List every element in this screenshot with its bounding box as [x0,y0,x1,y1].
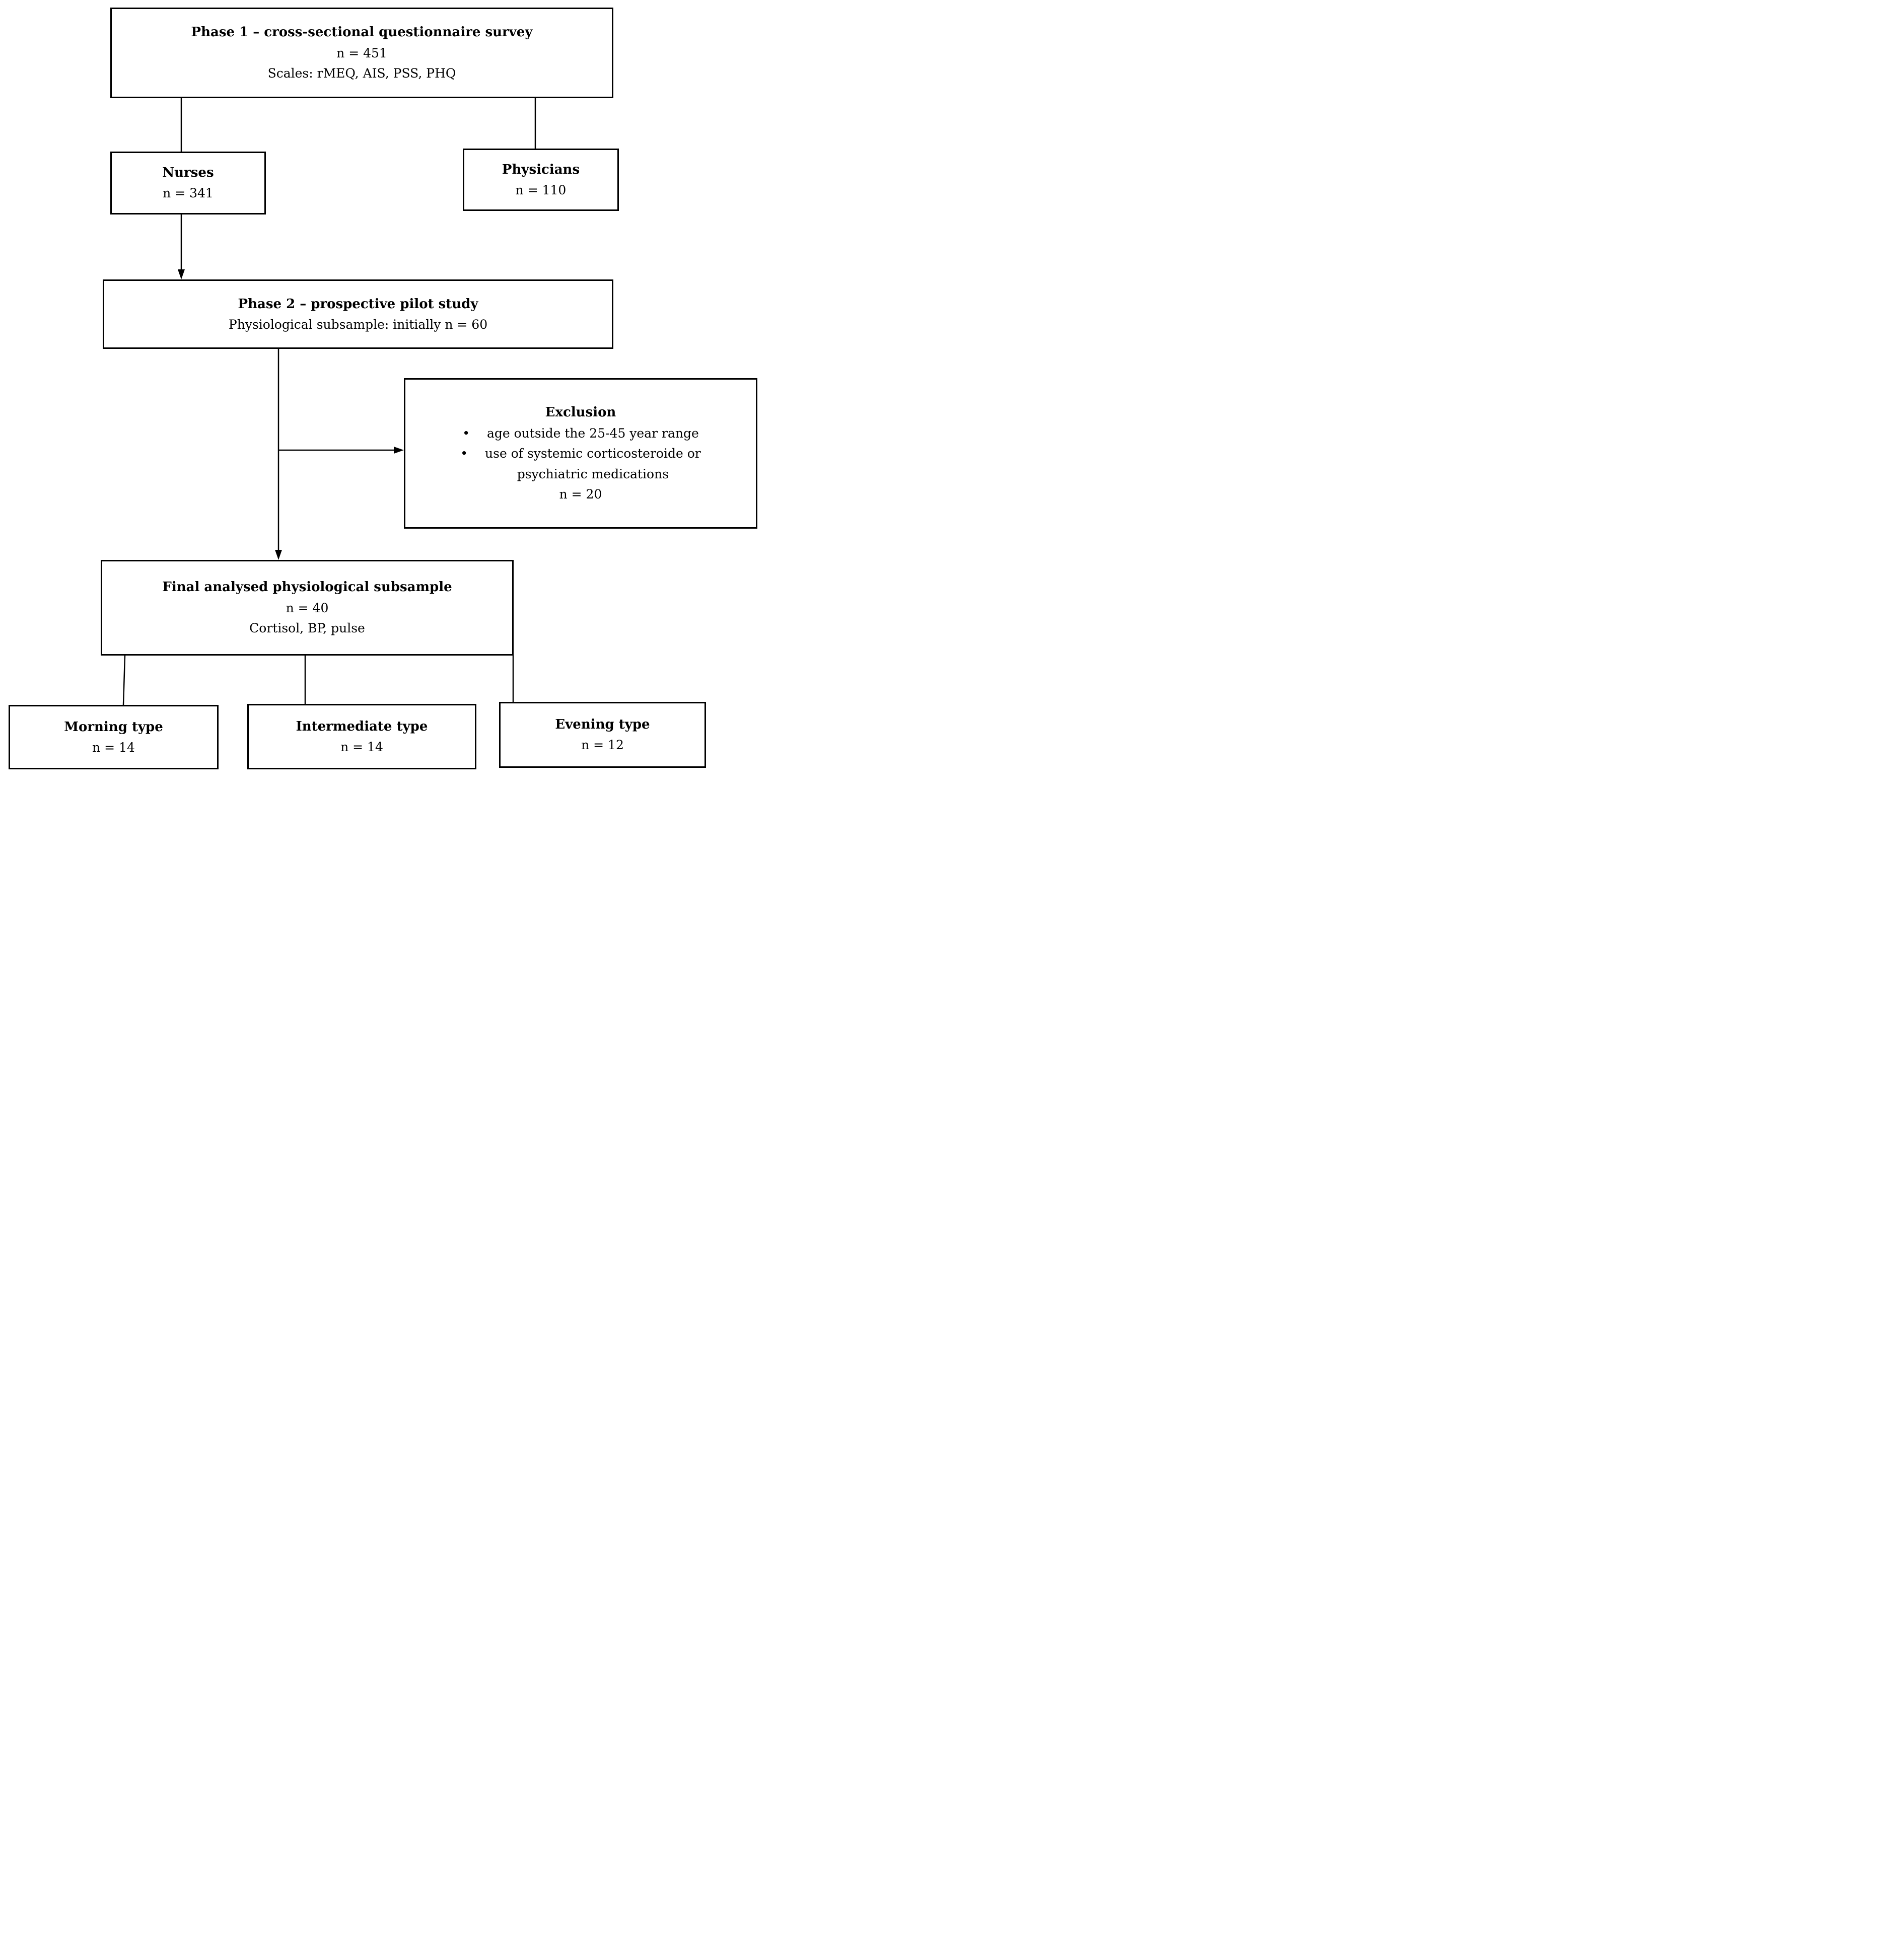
final-subsample-n: n = 40 [286,600,329,615]
phase2-title: Phase 2 – prospective pilot study [238,296,478,312]
exclusion-title: Exclusion [545,405,616,420]
morning-type-n: n = 14 [92,740,135,755]
exclusion-bullet-1: • age outside the 25-45 year range [462,423,699,444]
nurses-box: Nurses n = 341 [110,152,266,214]
exclusion-bullet-2-text: use of systemic corticosteroide or psych… [485,446,701,481]
final-subsample-measures: Cortisol, BP, pulse [249,621,365,636]
phase1-title: Phase 1 – cross-sectional questionnaire … [191,25,533,40]
arrowhead-phase2-final [275,550,282,560]
exclusion-bullet-1-text: age outside the 25-45 year range [486,425,699,441]
exclusion-box: Exclusion • age outside the 25-45 year r… [404,378,757,529]
phase1-box: Phase 1 – cross-sectional questionnaire … [110,8,613,98]
exclusion-n: n = 20 [559,487,602,502]
evening-type-n: n = 12 [581,738,624,753]
nurses-title: Nurses [162,165,214,181]
arrowhead-nurses-phase2 [178,269,185,279]
intermediate-type-n: n = 14 [340,739,383,754]
bullet-icon: • [462,425,470,441]
physicians-box: Physicians n = 110 [463,149,619,211]
phase1-n: n = 451 [336,45,387,60]
physicians-n: n = 110 [515,182,567,197]
phase2-subsample: Physiological subsample: initially n = 6… [228,317,488,332]
phase1-scales: Scales: rMEQ, AIS, PSS, PHQ [267,66,456,81]
nurses-n: n = 341 [163,186,214,201]
connector-layer [122,98,536,705]
connector-final-morning [122,655,126,705]
morning-type-box: Morning type n = 14 [9,705,219,769]
morning-type-title: Morning type [64,719,163,735]
final-subsample-title: Final analysed physiological subsample [162,580,452,595]
study-flow-diagram: Phase 1 – cross-sectional questionnaire … [0,0,761,775]
phase2-box: Phase 2 – prospective pilot study Physio… [103,279,613,349]
intermediate-type-title: Intermediate type [296,719,428,734]
final-subsample-box: Final analysed physiological subsample n… [101,560,514,656]
bullet-icon: • [460,446,468,461]
evening-type-box: Evening type n = 12 [499,702,706,768]
physicians-title: Physicians [502,162,580,177]
exclusion-bullet-2: • use of systemic corticosteroide or psy… [460,444,700,484]
intermediate-type-box: Intermediate type n = 14 [247,704,476,769]
arrowhead-to-exclusion [394,447,404,454]
evening-type-title: Evening type [555,717,650,733]
